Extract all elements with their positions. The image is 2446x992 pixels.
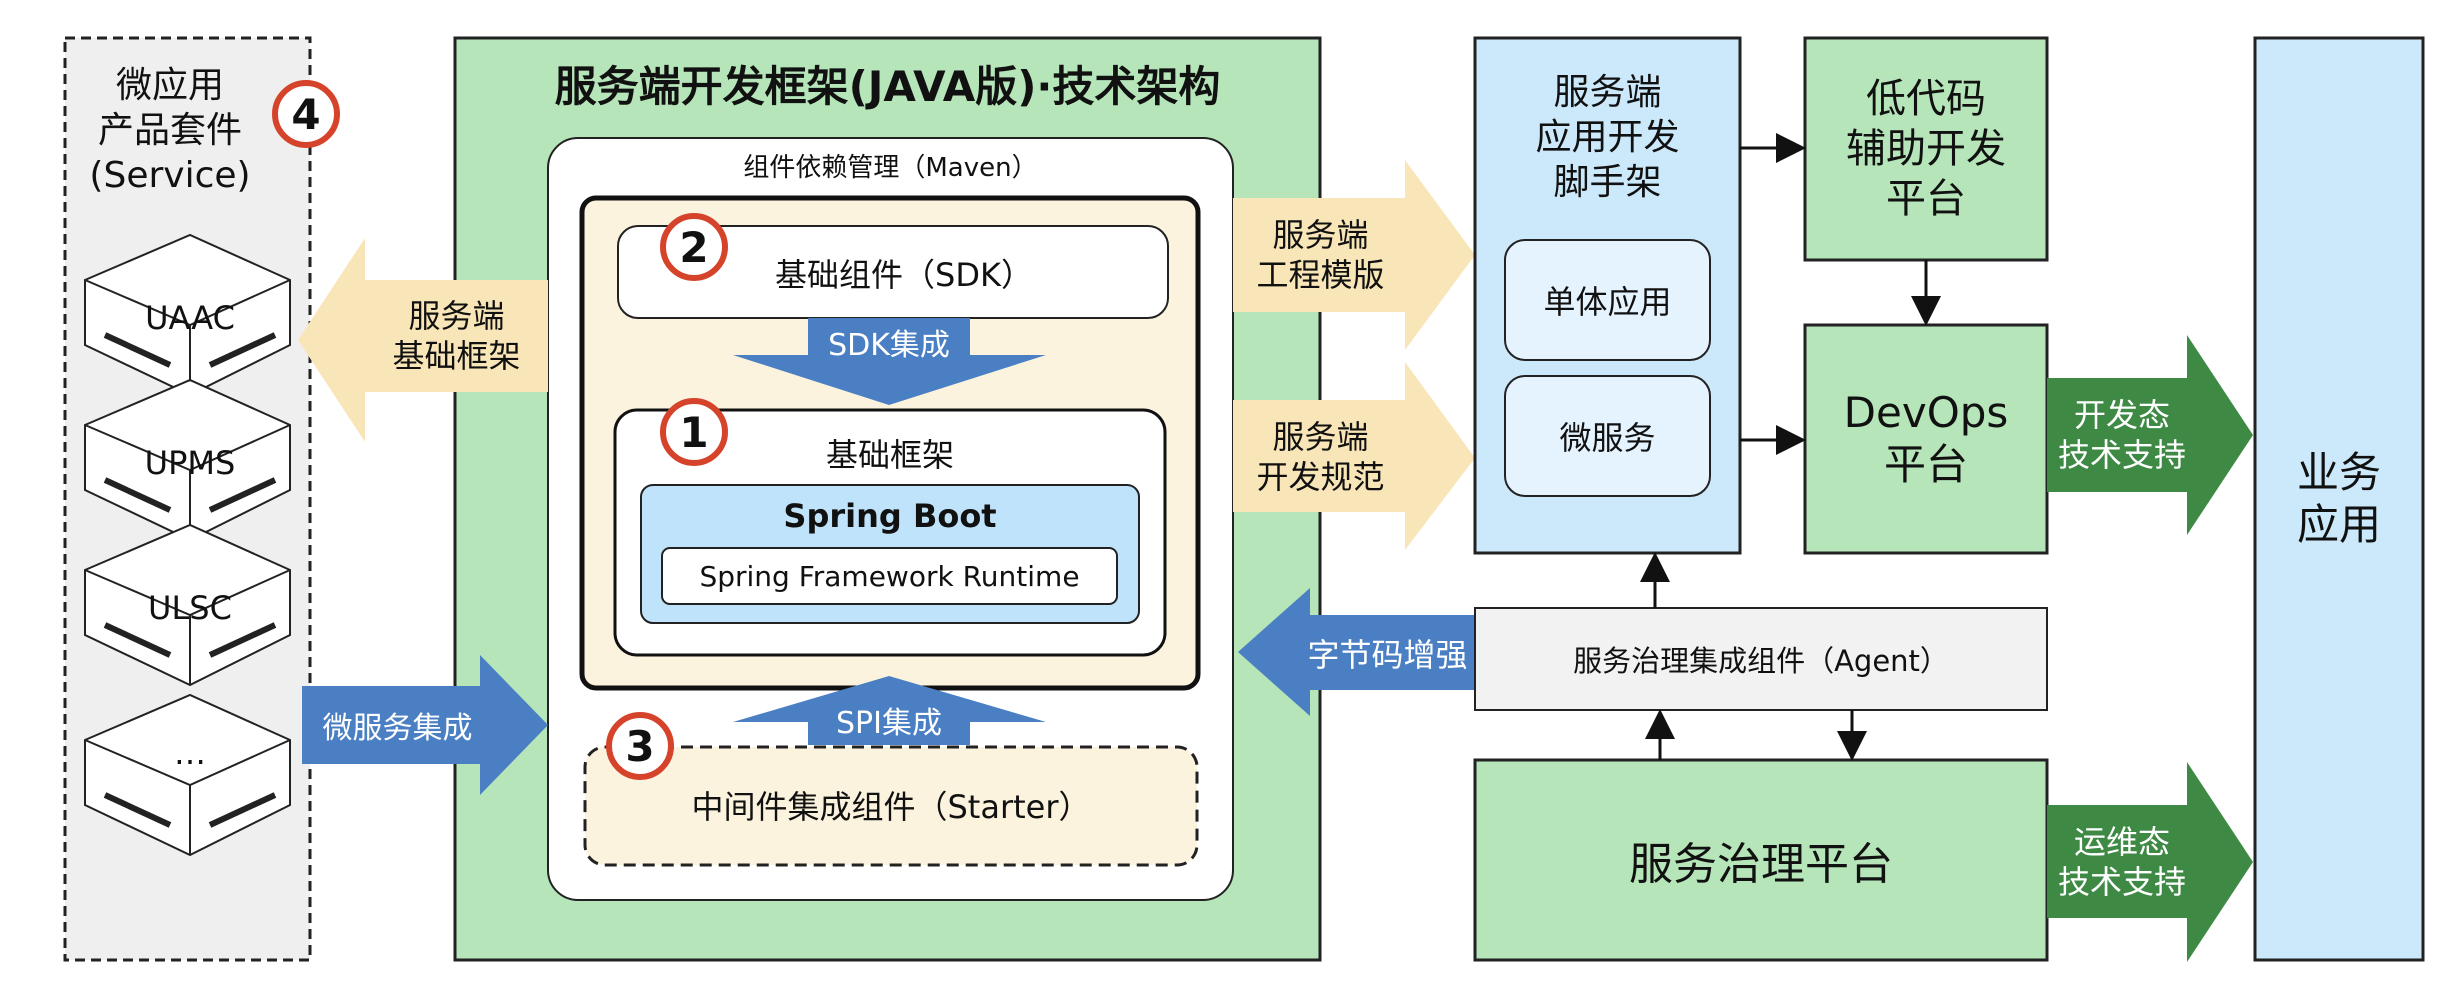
microservice-label: 微服务 bbox=[1559, 419, 1656, 457]
dev-support-label: 开发态 技术支持 bbox=[2057, 396, 2186, 474]
lowcode-box bbox=[1803, 36, 2049, 262]
bytecode-label: 字节码增强 bbox=[1307, 635, 1468, 674]
ops-support-label: 运维态 技术支持 bbox=[2057, 822, 2186, 901]
single-app-label: 单体应用 bbox=[1543, 283, 1672, 321]
spi-integration-label: SPI集成 bbox=[836, 706, 942, 741]
starter-box bbox=[583, 745, 1199, 867]
micro-integration-arrow bbox=[302, 655, 548, 795]
service-label-uaac: UAAC bbox=[145, 298, 235, 337]
maven-label: 组件依赖管理（Maven） bbox=[743, 152, 1038, 183]
service-box-ulsc bbox=[84, 523, 291, 687]
service-label-more: … bbox=[174, 733, 206, 772]
bytecode-arrow bbox=[1238, 588, 1475, 716]
sdk-integration-label: SDK集成 bbox=[828, 328, 950, 363]
governance-label: 服务治理平台 bbox=[1629, 839, 1893, 890]
base-framework-label: 服务端 基础框架 bbox=[392, 297, 521, 375]
badge-3: 3 bbox=[606, 712, 674, 780]
ops-support-arrow bbox=[2047, 762, 2253, 962]
runtime-box bbox=[661, 547, 1118, 605]
single-app-box bbox=[1504, 239, 1711, 361]
business-app-label: 业务 应用 bbox=[2296, 447, 2381, 550]
base-framework-arrow bbox=[298, 238, 548, 442]
devops-label: DevOps 平台 bbox=[1843, 387, 2009, 490]
service-box-uaac bbox=[84, 233, 291, 397]
service-label-upms: UPMS bbox=[144, 443, 236, 482]
badge-4: 4 bbox=[272, 80, 340, 148]
dev-support-arrow bbox=[2047, 335, 2253, 535]
badge-1: 1 bbox=[660, 398, 728, 466]
spring-boot-label: Spring Boot bbox=[783, 497, 997, 535]
spi-integration-arrow bbox=[733, 676, 1046, 745]
sdk-label: 基础组件（SDK） bbox=[775, 256, 1033, 294]
badge-2: 2 bbox=[660, 213, 728, 281]
spec-arrow bbox=[1233, 362, 1475, 550]
template-arrow bbox=[1233, 160, 1475, 350]
governance-box bbox=[1473, 758, 2049, 962]
micro-integration-label: 微服务集成 bbox=[322, 711, 473, 746]
service-box-upms bbox=[84, 378, 291, 542]
agent-box bbox=[1474, 607, 2048, 711]
service-box-more bbox=[84, 693, 291, 857]
scaffold-title: 服务端 应用开发 脚手架 bbox=[1535, 72, 1680, 203]
template-label: 服务端 工程模版 bbox=[1256, 216, 1385, 294]
framework-label: 基础框架 bbox=[825, 435, 954, 474]
spec-label: 服务端 开发规范 bbox=[1256, 418, 1385, 496]
service-label-ulsc: ULSC bbox=[148, 588, 232, 627]
starter-label: 中间件集成组件（Starter） bbox=[691, 788, 1091, 826]
agent-label: 服务治理集成组件（Agent） bbox=[1573, 644, 1949, 678]
sdk-integration-arrow bbox=[733, 318, 1046, 405]
business-app-box bbox=[2253, 36, 2425, 962]
lowcode-label: 低代码 辅助开发 平台 bbox=[1846, 76, 2006, 222]
runtime-label: Spring Framework Runtime bbox=[699, 559, 1080, 593]
microservice-box bbox=[1504, 375, 1711, 497]
main-frame-title: 服务端开发框架(JAVA版)·技术架构 bbox=[554, 61, 1221, 111]
service-suite-title: 微应用 产品套件 (Service) bbox=[89, 64, 251, 196]
